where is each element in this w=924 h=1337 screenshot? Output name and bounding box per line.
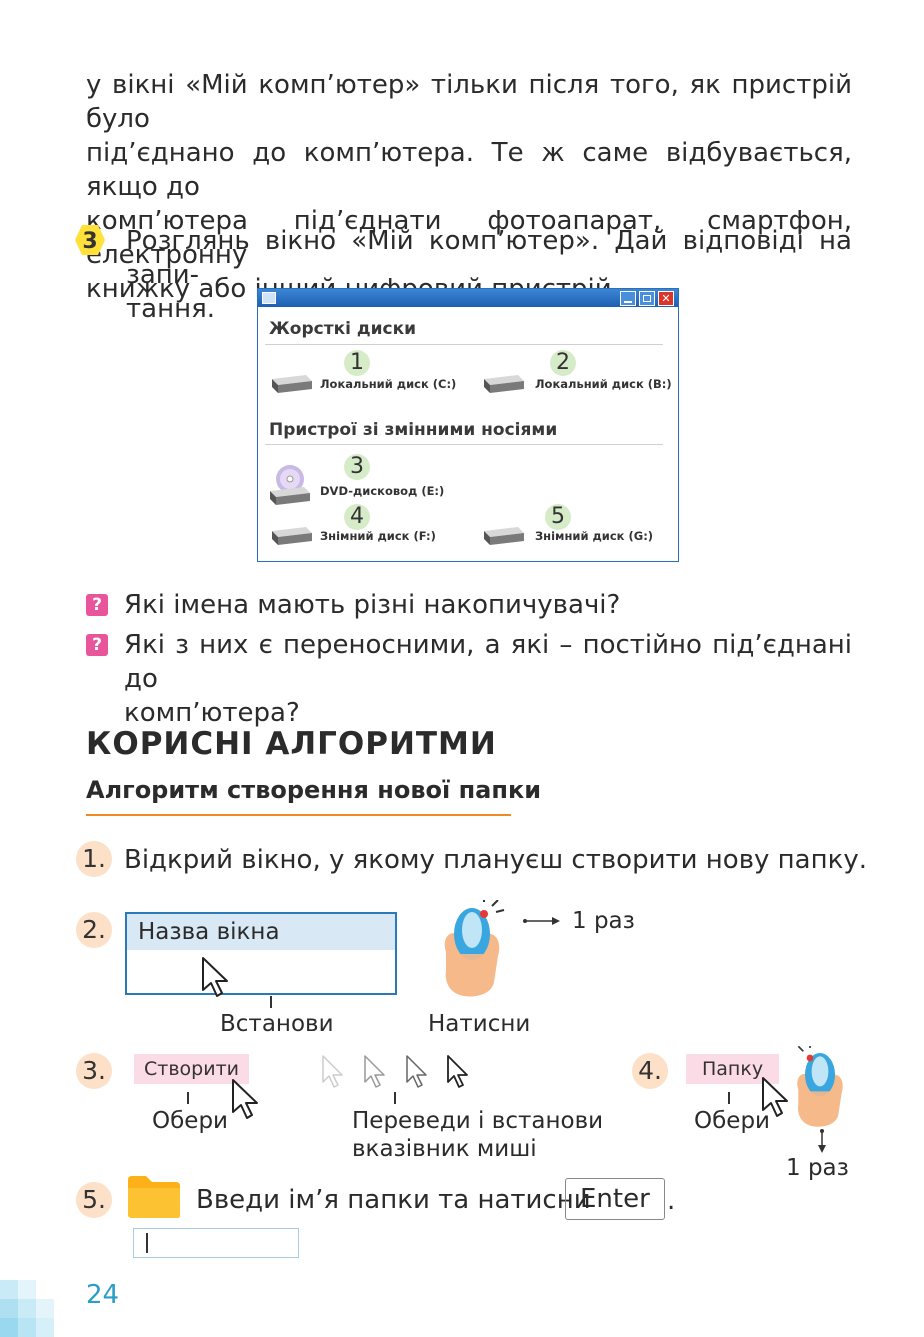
folder-name-input[interactable] xyxy=(133,1228,299,1258)
task-text: Розглянь вікно «Мій комп’ютер». Дай відп… xyxy=(126,224,852,326)
question-text: Які імена мають різні накопичувачі? xyxy=(124,590,621,620)
section-divider xyxy=(265,344,663,345)
step-number: 3. xyxy=(76,1053,112,1089)
section-removable-devices: Пристрої зі змінними носіями xyxy=(269,420,558,440)
period: . xyxy=(667,1186,676,1216)
question-icon: ? xyxy=(86,634,108,656)
click-count: 1 раз xyxy=(786,1155,849,1181)
mouse-pointer-icon xyxy=(232,1079,258,1119)
step-text: Введи ім’я папки та натисни xyxy=(196,1185,591,1215)
sample-window-titlebar[interactable] xyxy=(127,914,395,950)
intro-line: комп’ютера під’єднати фотоапарат, смартф… xyxy=(86,206,852,270)
drive-label: Локальний диск (C:) xyxy=(320,377,457,391)
mouse-pointer-icon xyxy=(202,957,228,997)
text-cursor xyxy=(146,1233,148,1253)
arrow-down-icon xyxy=(818,1129,826,1153)
caption-choose: Обери xyxy=(152,1108,228,1134)
step-text: Відкрий вікно, у якому плануєш створити … xyxy=(124,845,867,875)
section-hard-drives: Жорсткі диски xyxy=(269,319,417,339)
window-titlebar: ✕ xyxy=(258,289,678,307)
caption-choose: Обери xyxy=(694,1108,770,1134)
step-number: 2. xyxy=(76,912,112,948)
pointer-line xyxy=(270,996,272,1008)
task-line: тання. xyxy=(126,294,215,324)
drive-label: Локальний диск (B:) xyxy=(535,377,672,391)
hard-drive-icon[interactable] xyxy=(480,373,526,395)
drive-number-circle: 5 xyxy=(545,504,571,530)
folder-icon xyxy=(128,1176,180,1218)
section-heading: КОРИСНІ АЛГОРИТМИ xyxy=(86,726,497,762)
caption-move: Переведи і встанови вказівник миші xyxy=(352,1107,603,1163)
task-number: 3 xyxy=(82,229,97,254)
drive-number-circle: 1 xyxy=(344,350,370,376)
maximize-icon[interactable] xyxy=(639,291,655,306)
intro-paragraph: у вікні «Мій комп’ютер» тільки після тог… xyxy=(86,68,852,306)
task-number-badge: 3 xyxy=(75,225,105,255)
enter-key[interactable]: Enter xyxy=(565,1178,665,1220)
page-number: 24 xyxy=(86,1280,120,1310)
drive-number-circle: 4 xyxy=(344,504,370,530)
drive-number-circle: 2 xyxy=(550,350,576,376)
window-app-icon xyxy=(262,292,276,304)
hard-drive-icon[interactable] xyxy=(268,373,314,395)
removable-drive-icon[interactable] xyxy=(268,525,314,547)
caption-move-line: Переведи і встанови xyxy=(352,1108,604,1134)
step-number: 5. xyxy=(76,1182,112,1218)
corner-decoration xyxy=(0,1280,54,1337)
create-menu-item[interactable]: Створити xyxy=(134,1054,249,1084)
sample-window: Назва вікна xyxy=(125,912,397,995)
my-computer-window: ✕ Жорсткі диски 1 Локальний диск (C:) 2 … xyxy=(257,288,679,562)
question-icon: ? xyxy=(86,594,108,616)
step-number: 4. xyxy=(632,1053,668,1089)
intro-line: під’єднано до комп’ютера. Те ж саме відб… xyxy=(86,138,852,202)
hand-click-icon xyxy=(444,900,505,997)
step-number: 1. xyxy=(76,841,112,877)
drive-label: Знімний диск (G:) xyxy=(535,529,654,543)
click-count: 1 раз xyxy=(572,908,635,934)
pointer-line xyxy=(187,1092,189,1104)
arrow-right-icon xyxy=(523,917,560,925)
caption-set: Встанови xyxy=(220,1011,334,1037)
task-line: Розглянь вікно «Мій комп’ютер». Дай відп… xyxy=(126,226,852,290)
dvd-drive-icon[interactable] xyxy=(266,463,316,507)
question-text: Які з них є переносними, а які – постійн… xyxy=(124,628,852,730)
drive-number-circle: 3 xyxy=(344,454,370,480)
title-underline xyxy=(86,814,511,816)
pointer-line xyxy=(394,1092,396,1104)
drive-label: Знімний диск (F:) xyxy=(320,529,436,543)
section-divider xyxy=(265,444,663,445)
intro-line: у вікні «Мій комп’ютер» тільки після тог… xyxy=(86,70,852,134)
hand-click-icon xyxy=(797,1046,843,1127)
question-line: Які з них є переносними, а які – постійн… xyxy=(124,630,852,694)
pointer-trail-icon xyxy=(322,1055,468,1088)
removable-drive-icon[interactable] xyxy=(480,525,526,547)
algorithm-title: Алгоритм створення нової папки xyxy=(86,776,542,804)
caption-press: Натисни xyxy=(428,1011,531,1037)
caption-move-line: вказівник миші xyxy=(352,1136,537,1162)
question-line: комп’ютера? xyxy=(124,698,300,728)
sample-window-title: Назва вікна xyxy=(138,919,280,945)
drive-label: DVD-дисковод (E:) xyxy=(320,484,445,498)
mouse-pointer-icon xyxy=(762,1077,788,1117)
pointer-line xyxy=(728,1092,730,1104)
minimize-icon[interactable] xyxy=(620,291,636,306)
close-icon[interactable]: ✕ xyxy=(658,291,674,306)
